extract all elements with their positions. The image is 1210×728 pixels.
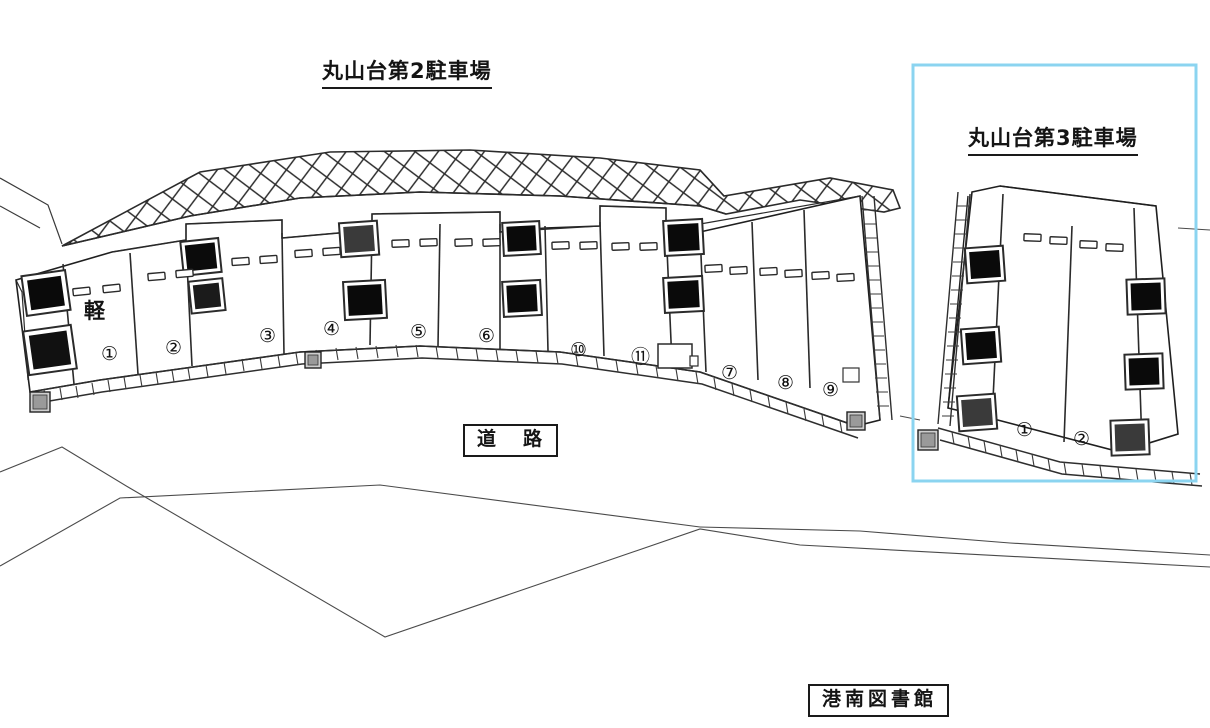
lot2-stall-11: ⑪ — [631, 346, 651, 368]
lot3-stall-dividers — [991, 193, 1143, 447]
lot3-title: 丸山台第3駐車場 — [968, 122, 1138, 156]
lot2-stall-2: ② — [165, 337, 183, 359]
lot3-side-lines — [899, 227, 1210, 421]
wall-posts — [29, 351, 939, 451]
road-label: 道 路 — [463, 424, 559, 457]
lot2-east-retaining-wall — [842, 195, 893, 421]
lot2-stall-6: ⑥ — [478, 325, 496, 347]
lot2-stall-4: ④ — [323, 318, 341, 340]
lot3-highlight-rectangle — [911, 63, 1198, 483]
lot2-title: 丸山台第2駐車場 — [322, 55, 492, 89]
lot2-stall-1: ① — [101, 343, 119, 365]
terrain-contours — [0, 446, 1210, 638]
lot3-stall-1: ① — [1016, 419, 1034, 441]
lot2-stall-5: ⑤ — [410, 321, 428, 343]
kei-car-marking: 軽 — [84, 299, 105, 323]
upper-slope-lines — [0, 177, 63, 245]
lot3-west-retaining-wall — [937, 191, 971, 427]
lot2-stall-3: ③ — [259, 325, 277, 347]
lot3-wheel-stops — [1023, 233, 1124, 252]
lot2-stall-8: ⑧ — [777, 372, 795, 394]
lot3-planter-blocks — [955, 244, 1167, 457]
lot2-stall-7: ⑦ — [721, 362, 739, 384]
library-label: 港南図書館 — [808, 684, 950, 717]
lot2-stall-10: ⑩ — [570, 339, 588, 361]
lot3-stall-2: ② — [1073, 428, 1091, 450]
lot2-wheel-stops — [72, 238, 855, 297]
utility-structure — [657, 343, 699, 369]
lot2-stall-9: ⑨ — [822, 379, 840, 401]
embankment-hatched-area — [61, 149, 902, 247]
lot2-planter-blocks — [20, 217, 705, 377]
